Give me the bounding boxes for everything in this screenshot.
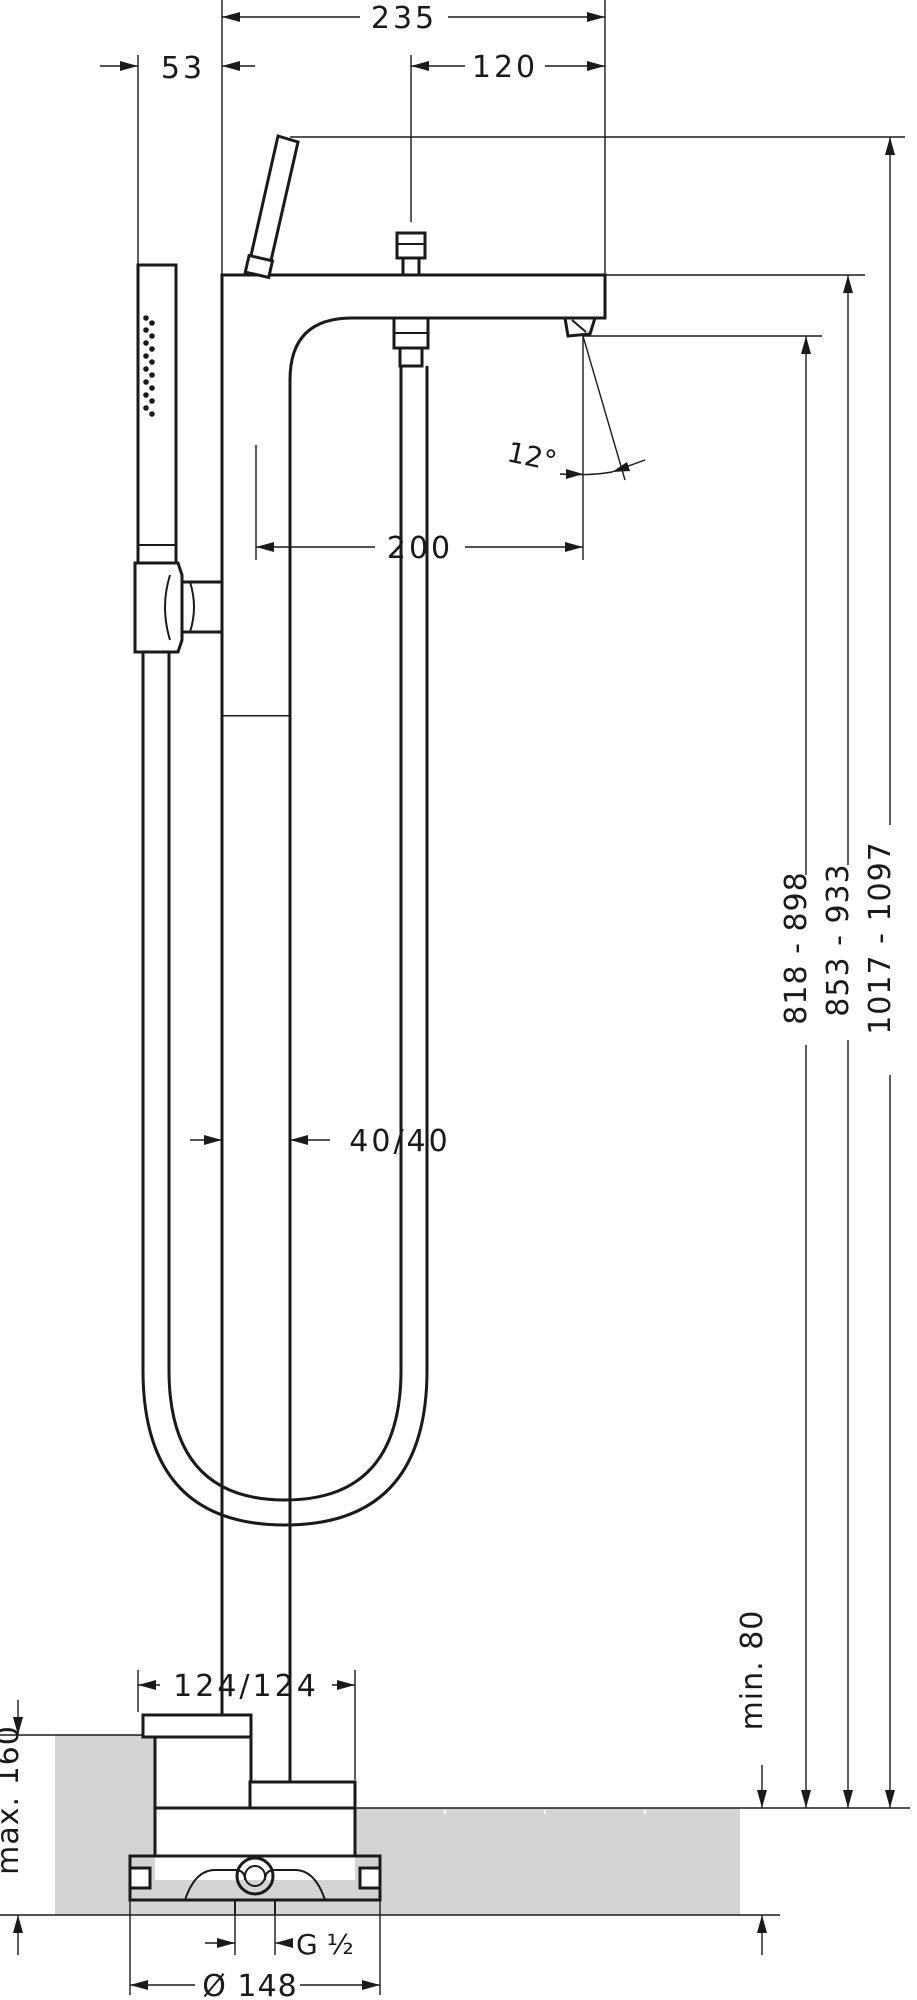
dim-height-spout-top: 853 - 933 [605,274,865,1808]
base-assembly [128,1713,382,1915]
dim-label-53: 53 [161,51,205,86]
dim-label-diameter-148: Ø 148 [202,1969,297,2000]
hose-connector [392,316,430,368]
floor-section [55,1734,740,1916]
dim-mounting-diameter: Ø 148 [129,1900,381,2000]
dim-label-spout-outlet-height: 818 - 898 [779,871,814,1024]
dim-label-235: 235 [371,1,437,36]
dim-pipe-diameter: 40/40 [190,1124,450,1159]
dim-spout-to-valve: 120 [410,50,605,222]
dim-handshower-offset: 53 [100,51,255,265]
dim-label-overall-height: 1017 - 1097 [863,841,898,1035]
spout-body [220,273,607,715]
dim-label-g-half: G ½ [296,1928,354,1961]
lever-handle [243,134,300,280]
dim-label-40-40: 40/40 [349,1124,450,1159]
dim-label-120: 120 [472,50,538,85]
dim-connection-thread: G ½ [205,1915,354,1961]
dim-spout-angle: 12° [504,335,646,481]
dim-label-spout-top-height: 853 - 933 [821,863,856,1016]
dim-floor-depth: min. 80 [735,1610,910,1955]
dim-label-angle: 12° [504,435,559,478]
dim-label-min-80: min. 80 [735,1610,770,1731]
hand-shower [136,263,178,565]
shower-hose [141,366,429,1527]
shower-nozzles-icon [143,315,155,417]
dim-label-124: 124/124 [173,1669,319,1704]
shower-holder [133,561,224,654]
dim-label-max-160: max. 160 [0,1725,26,1875]
dim-spout-reach: 200 [255,336,584,566]
dim-height-spout-outlet: 818 - 898 [583,335,822,1808]
dim-height-overall: 1017 - 1097 [290,136,905,1808]
dim-install-depth: max. 160 [0,1700,55,1955]
dim-label-200: 200 [387,531,453,566]
mixer-column [220,713,292,1782]
diverter-knob [395,231,427,277]
dim-base-width: 124/124 [137,1669,356,1780]
